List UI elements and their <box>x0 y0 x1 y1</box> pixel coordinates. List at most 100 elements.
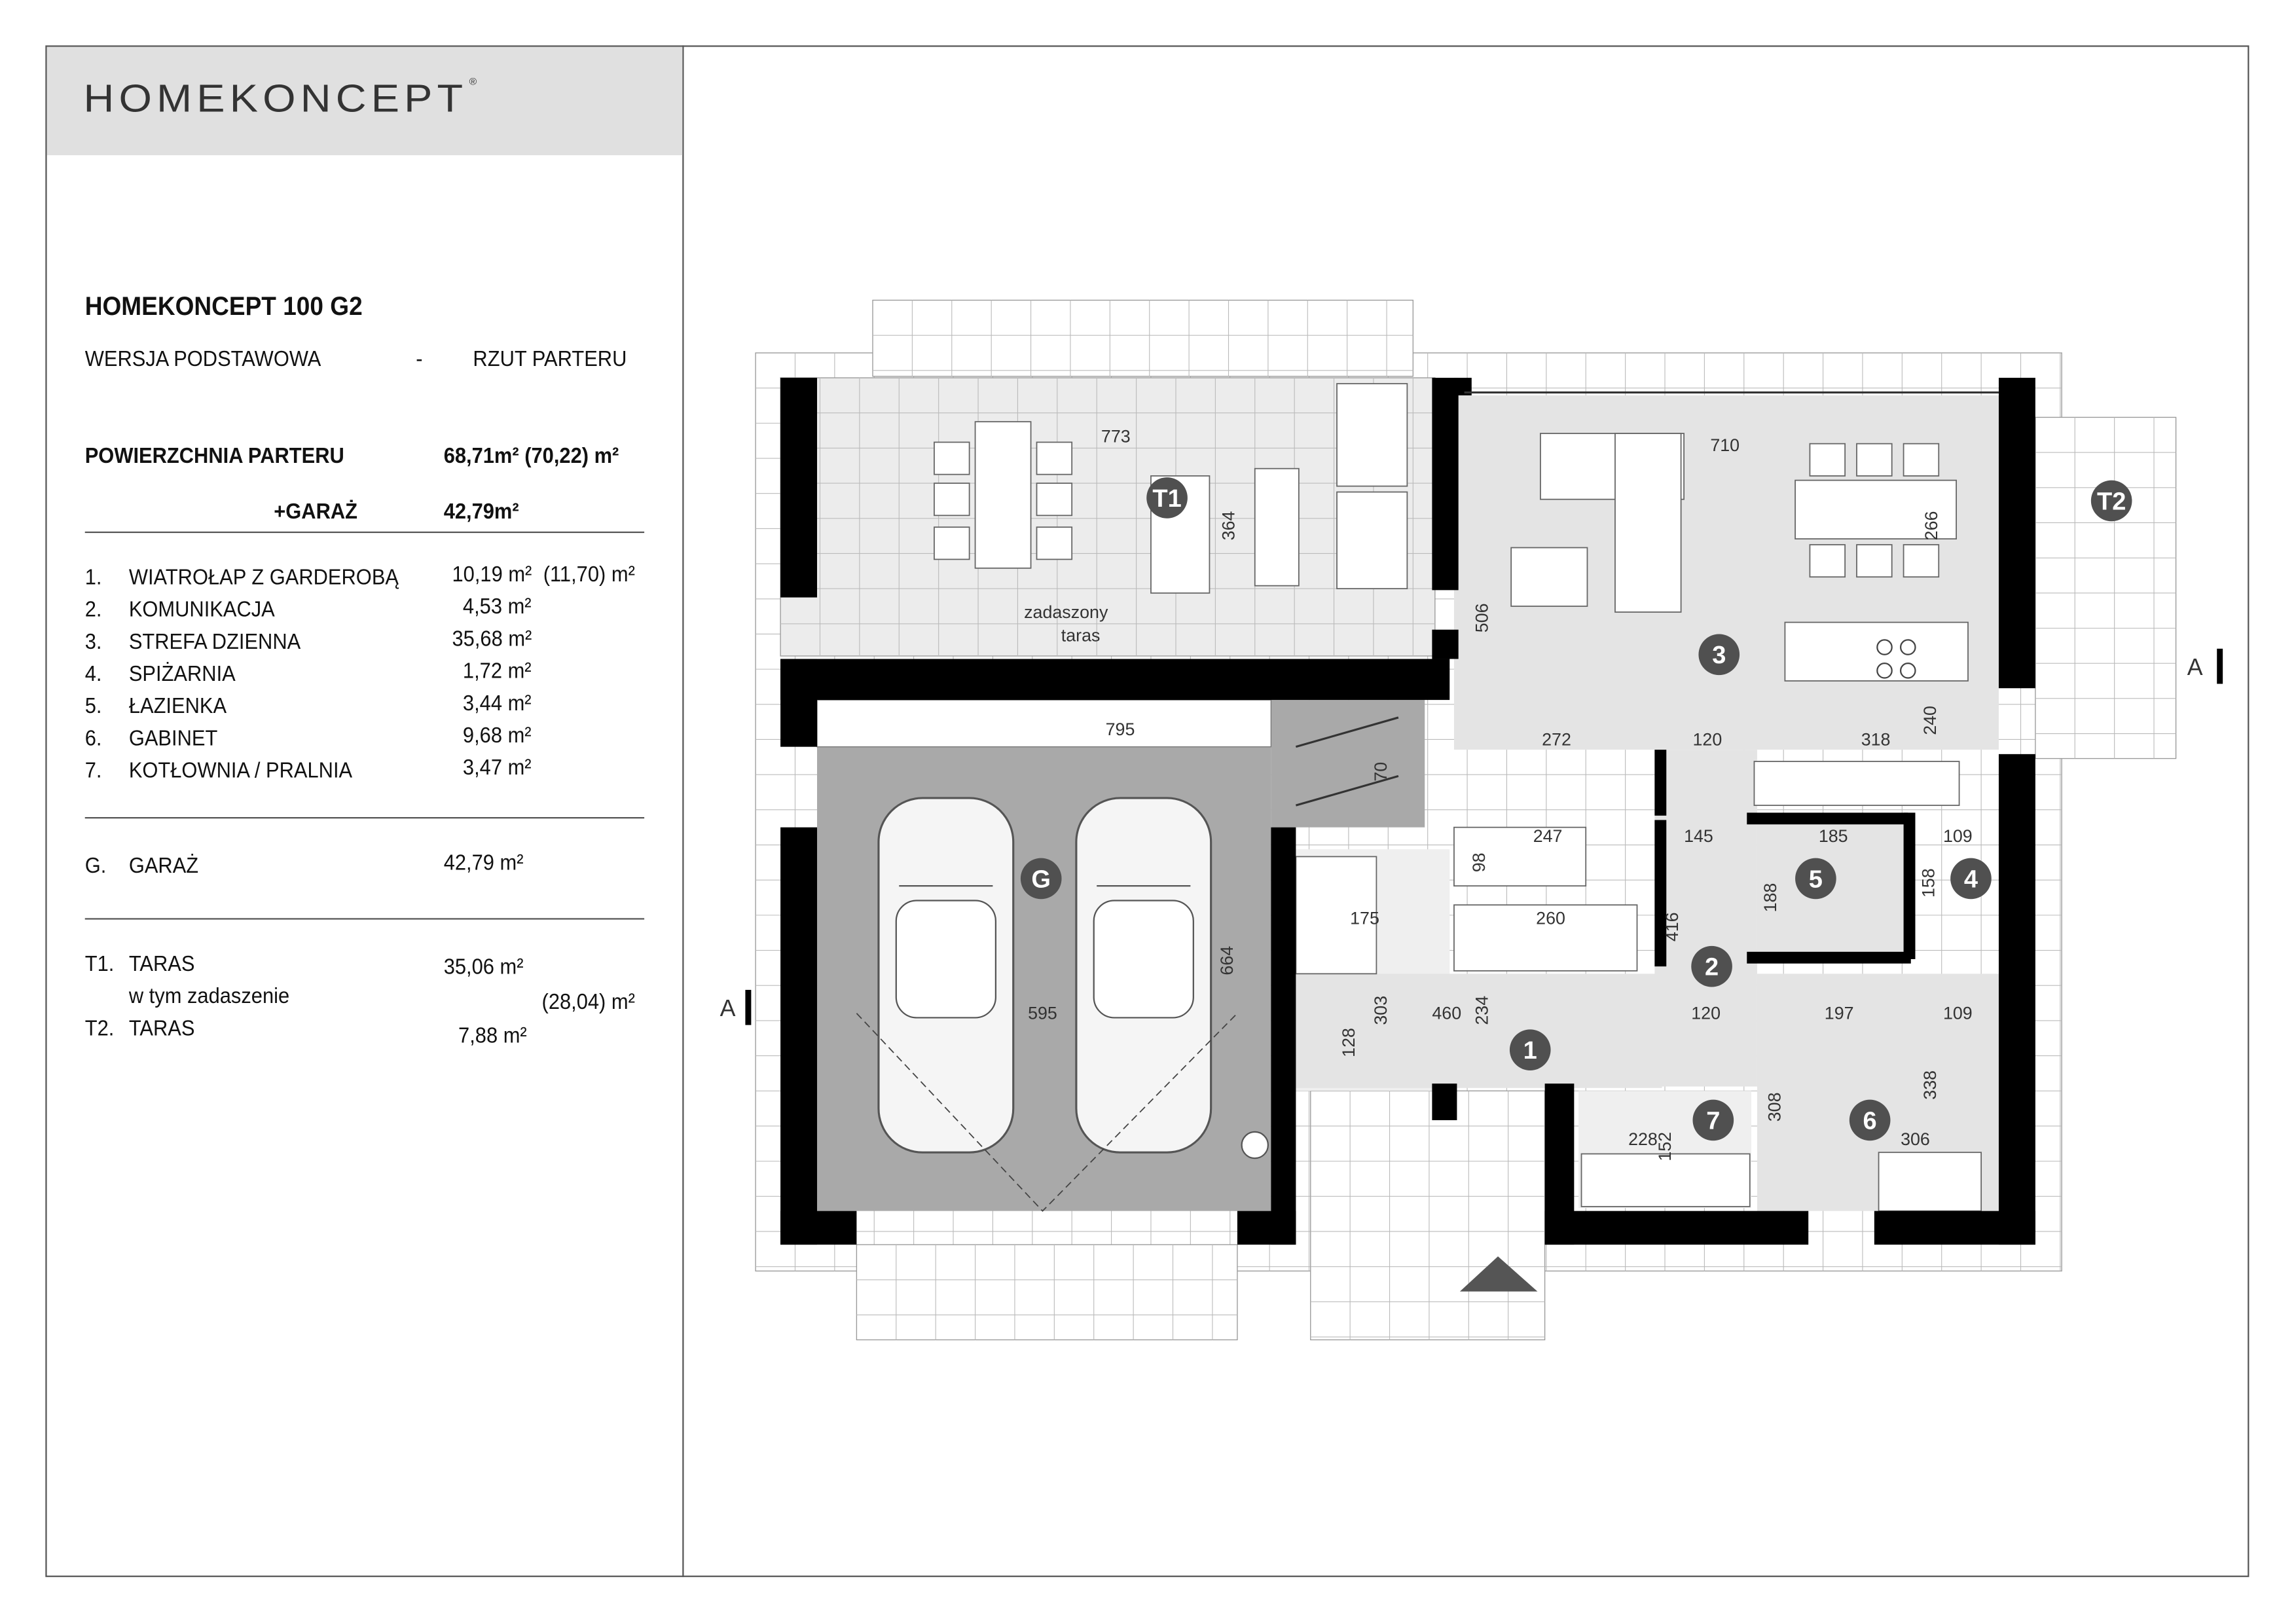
furniture <box>856 383 1982 1212</box>
furniture-piece <box>934 483 970 517</box>
furniture-piece <box>1336 491 1408 590</box>
room-marker-6 <box>1849 1099 1891 1141</box>
furniture-piece <box>1795 479 1957 539</box>
furniture-piece <box>1254 467 1300 587</box>
furniture-piece <box>1784 621 1969 682</box>
dimension-label: 318 <box>1861 729 1891 749</box>
furniture-piece <box>1856 443 1893 477</box>
furniture-piece <box>1809 544 1846 578</box>
room-marker-3 <box>1698 634 1740 676</box>
wall <box>1432 1084 1457 1120</box>
terrace-label: taras <box>1061 626 1101 646</box>
section-mark-left: A <box>720 995 736 1021</box>
room-area: 35,68 m² <box>452 627 532 652</box>
project-title: HOMEKONCEPT 100 G2 <box>84 291 363 321</box>
paving-area <box>2035 416 2177 759</box>
room-marker-label: 7 <box>1706 1107 1720 1135</box>
t2-no: T2. <box>84 1016 115 1042</box>
furniture-piece <box>1453 904 1638 972</box>
floor-area-label: POWIERZCHNIA PARTERU <box>84 443 344 469</box>
terrace-label: zadaszony <box>1024 602 1108 622</box>
furniture-piece <box>1753 761 1960 807</box>
room-marker-label: 3 <box>1712 642 1726 669</box>
panel-divider <box>682 45 684 1577</box>
dimension-label: 158 <box>1919 868 1939 898</box>
floor-area-value: 68,71m² (70,22) m² <box>443 443 619 469</box>
dimension-label: 247 <box>1533 826 1563 846</box>
wall <box>1998 378 2035 689</box>
dimension-label: 185 <box>1819 826 1848 846</box>
t2-area: 7,88 m² <box>458 1023 527 1049</box>
bicycle-icon <box>1295 716 1399 748</box>
dimension-label: 416 <box>1662 912 1682 941</box>
room-no: 6. <box>84 726 102 752</box>
dimension-label: 197 <box>1825 1004 1854 1023</box>
room-name: WIATROŁAP Z GARDEROBĄ <box>128 565 399 591</box>
entrance-arrow-icon <box>1459 1256 1538 1292</box>
paving-area <box>872 299 1413 377</box>
furniture-piece <box>1903 443 1940 477</box>
t1-sub-label: w tym zadaszenie <box>128 983 290 1010</box>
room-no: 7. <box>84 758 102 784</box>
dimension-label: 506 <box>1472 603 1491 632</box>
section-mark-bar <box>2217 648 2223 684</box>
dimension-label: 145 <box>1684 826 1713 846</box>
dimension-label: 306 <box>1901 1129 1930 1149</box>
garage-no: G. <box>84 853 107 879</box>
room-no: 5. <box>84 694 102 720</box>
hob-burner-icon <box>1876 663 1893 679</box>
dimension-label: 308 <box>1765 1092 1785 1122</box>
garage-door-swing <box>856 1013 1238 1212</box>
wall <box>1432 378 1459 591</box>
room-marker-2 <box>1691 945 1732 987</box>
room-marker-1 <box>1509 1029 1551 1070</box>
garage-area-label: +GARAŻ <box>274 499 358 524</box>
furniture-piece <box>1878 1152 1982 1212</box>
furniture-piece <box>1510 547 1588 607</box>
room-marker-label: T1 <box>1152 485 1181 513</box>
paving-area <box>780 377 1436 657</box>
dimension-label: 260 <box>1536 908 1565 928</box>
hob-burner-icon <box>1899 663 1916 679</box>
logo-text: HOMEKONCEPT <box>83 78 468 122</box>
room-marker-5 <box>1795 858 1836 900</box>
car-roof <box>1093 900 1194 1019</box>
room-marker-label: 6 <box>1863 1107 1877 1135</box>
subtitle-separator: - <box>416 347 423 373</box>
wall <box>1271 827 1296 1245</box>
version-label: WERSJA PODSTAWOWA <box>84 347 321 373</box>
dimension-label: 338 <box>1920 1070 1940 1100</box>
furniture-piece <box>1036 526 1073 560</box>
garage-area: 42,79 m² <box>443 850 524 876</box>
wall <box>1747 812 1908 825</box>
section-mark-bar <box>745 989 752 1025</box>
logo-band <box>46 46 683 156</box>
room-area-extra: (11,70) m² <box>543 562 635 587</box>
room-area: 10,19 m² <box>452 562 532 587</box>
furniture-piece <box>974 421 1032 569</box>
view-label: RZUT PARTERU <box>473 347 627 373</box>
furniture-piece <box>1036 441 1073 475</box>
dimension-label: 266 <box>1922 511 1941 541</box>
dimension-label: 109 <box>1943 826 1973 846</box>
wall <box>1432 629 1459 659</box>
dimension-label: 710 <box>1710 435 1740 455</box>
room-marker-g <box>1020 858 1062 900</box>
paving-area <box>856 1244 1238 1341</box>
room-marker-label: 5 <box>1809 866 1823 893</box>
wall <box>780 378 818 598</box>
walls <box>780 378 2035 1292</box>
dimension-label: 595 <box>1028 1004 1057 1023</box>
garage-area-value: 42,79m² <box>443 499 519 524</box>
dimension-label: 228 <box>1628 1129 1658 1149</box>
wall <box>1544 1211 1809 1245</box>
bike-area-floor <box>1271 700 1425 828</box>
wall <box>1654 750 1667 816</box>
room-marker-4 <box>1950 858 1992 900</box>
furniture-piece <box>1856 544 1893 578</box>
wall <box>1654 820 1667 967</box>
room-marker-t2 <box>2090 480 2132 522</box>
room-no: 3. <box>84 629 102 655</box>
